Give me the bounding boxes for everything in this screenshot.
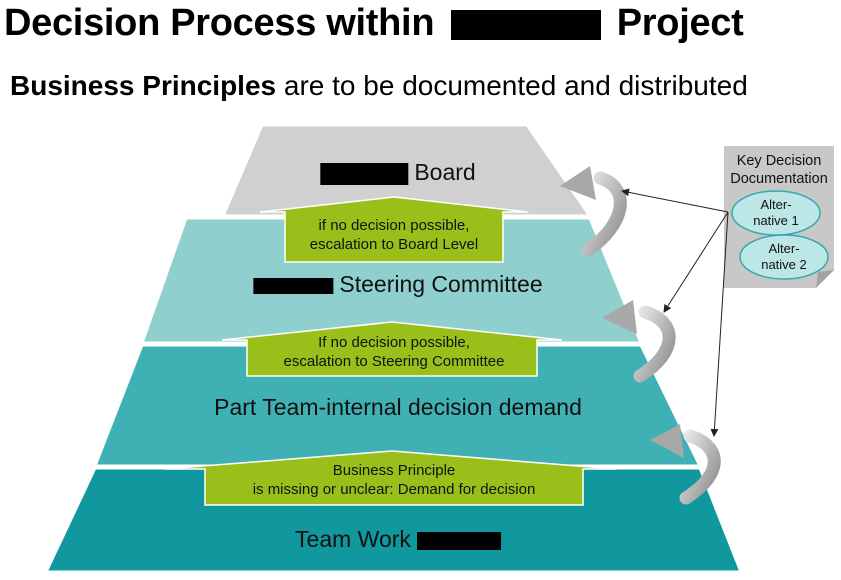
escalation-arrow-steering: [221, 321, 563, 377]
title-prefix: Decision Process within: [4, 2, 435, 44]
connector-steering: [663, 211, 729, 313]
redacted-board-name: [320, 162, 409, 185]
documentation-title: Key Decision Documentation: [730, 153, 828, 187]
level-part-team-label: Part Team-internal decision demand: [214, 394, 582, 420]
redacted-team-work-name: [416, 531, 501, 550]
escalation-steering-text: If no decision possible, escalation to S…: [283, 334, 505, 370]
subtitle-bold: Business Principles: [10, 70, 277, 101]
connector-part-team: [710, 211, 729, 437]
escalation-demand-text: Business Principle is missing or unclear…: [252, 462, 536, 498]
alternative-2-text: Alter- native 2: [761, 241, 807, 272]
level-team-work-label: Team Work: [295, 526, 501, 553]
escalation-board-text: if no decision possible, escalation to B…: [309, 217, 479, 253]
escalation-arrow-board: [259, 196, 529, 263]
redacted-steering-name: [253, 277, 334, 294]
steering-label-text: Steering Committee: [339, 271, 543, 297]
escalation-arrow-demand: [164, 450, 617, 506]
board-label-text: Board: [414, 159, 476, 185]
title-suffix: Project: [616, 2, 744, 44]
curl-arrow-part-team: [650, 424, 721, 505]
page-subtitle: Business Principles are to be documented…: [10, 70, 748, 102]
connector-board: [621, 188, 729, 213]
curl-arrow-steering: [602, 300, 676, 383]
note-fold: [816, 270, 834, 288]
subtitle-rest: are to be documented and distributed: [283, 70, 748, 101]
alternative-2-ellipse: [739, 234, 829, 280]
page-title: Decision Process within Project: [4, 2, 744, 45]
level-board-label: Board: [320, 159, 476, 186]
level-steering-label: Steering Committee: [253, 271, 543, 298]
curl-arrow-board: [560, 166, 627, 257]
alternative-1-text: Alter- native 1: [753, 197, 799, 228]
team-work-label-text: Team Work: [295, 526, 411, 552]
redacted-project-name: [450, 9, 601, 40]
